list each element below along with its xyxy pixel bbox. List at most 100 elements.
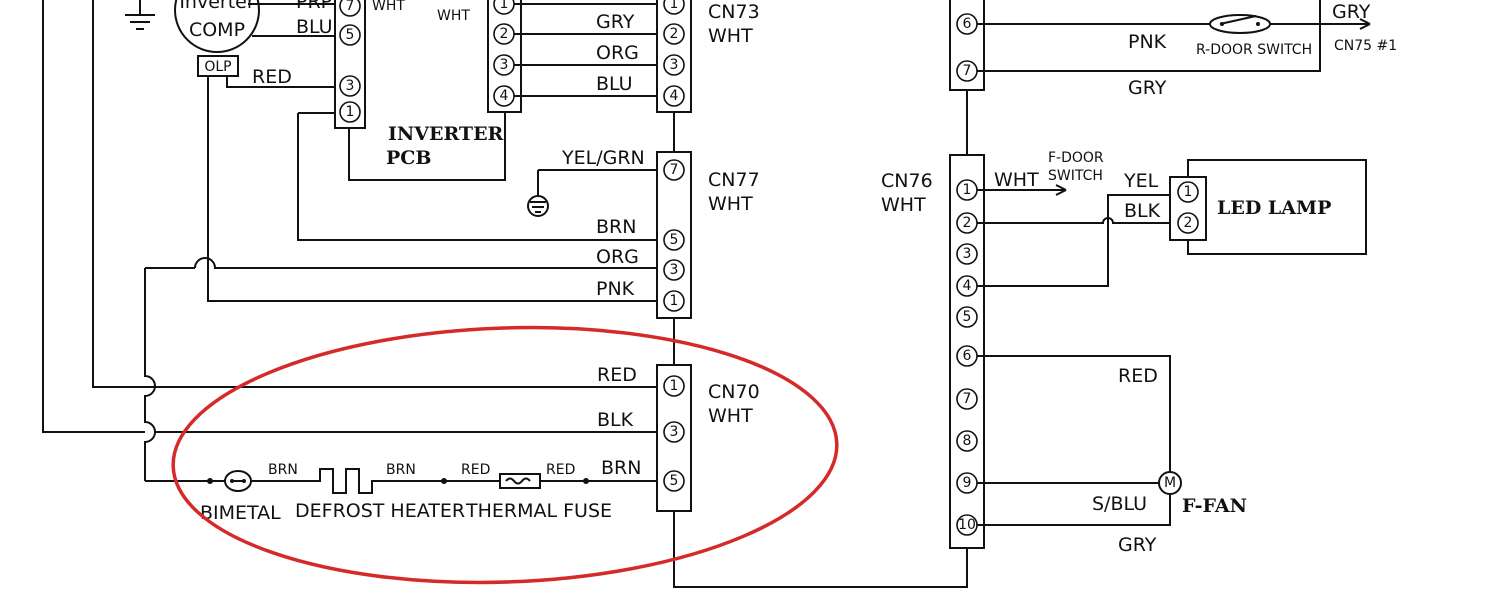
wire-label-blu: BLU: [296, 16, 333, 38]
cn70-connector: 1 3 5 CN70 WHT: [656, 364, 760, 512]
cn75-label: CN75 #1: [1334, 38, 1397, 54]
wire-label-red-cn70: RED: [597, 364, 637, 386]
thermal-fuse-label: THERMAL FUSE: [465, 500, 612, 522]
cn73-name: CN73: [708, 1, 760, 23]
r-door-switch-label: R-DOOR SWITCH: [1196, 42, 1312, 58]
inverter-pcb-label-line1: INVERTER: [388, 123, 504, 145]
svg-text:1: 1: [670, 293, 679, 309]
svg-text:4: 4: [963, 278, 972, 294]
wire-label-yel: YEL: [1123, 170, 1159, 192]
wire-label-red: RED: [252, 66, 292, 88]
wire-label-brn-bimetal: BRN: [268, 462, 298, 478]
svg-text:6: 6: [963, 16, 972, 32]
wire-label-org-cn77: ORG: [596, 246, 639, 268]
led-lamp: 1 2 LED LAMP: [1169, 159, 1367, 255]
wire-label-red-fan: RED: [1118, 365, 1158, 387]
cn76-connector: 1 2 3 4 5 6 7 8 9 10 CN76 WHT: [881, 154, 985, 549]
wire-label-brn-cn70: BRN: [601, 457, 641, 479]
svg-text:6: 6: [963, 348, 972, 364]
svg-text:1: 1: [670, 378, 679, 394]
svg-text:8: 8: [963, 433, 972, 449]
wire-label-pnk-right: PNK: [1128, 31, 1167, 53]
svg-text:4: 4: [670, 88, 679, 104]
svg-text:2: 2: [500, 26, 509, 42]
compressor-connector-color: WHT: [372, 0, 405, 14]
highlight-circle: [171, 325, 839, 585]
f-fan-label: F-FAN: [1182, 495, 1247, 517]
svg-text:5: 5: [346, 27, 355, 43]
olp-label: OLP: [204, 59, 231, 75]
wire-label-gry-top: GRY: [1332, 1, 1371, 23]
cn73-wires: GRY ORG BLU: [514, 3, 660, 97]
cn77-connector: 7 5 3 1 CN77 WHT: [656, 151, 760, 319]
wire-label-blk-led: BLK: [1124, 200, 1161, 222]
wire-label-gry-right: GRY: [1128, 77, 1167, 99]
wire-label-gry: GRY: [596, 11, 635, 33]
ground-symbol-top: [125, 0, 155, 30]
cn76-color: WHT: [881, 194, 926, 216]
wire-label-gry-fan: GRY: [1118, 534, 1157, 556]
wire-label-red-fuse-in: RED: [461, 462, 490, 478]
f-door-switch-line2: SWITCH: [1048, 168, 1103, 184]
wire-label-blu-cn73: BLU: [596, 73, 633, 95]
svg-text:3: 3: [346, 78, 355, 94]
cn70-wires: RED BLK BRN BRN RED RED BRN BIMETAL DEFR…: [200, 364, 657, 524]
svg-text:7: 7: [963, 63, 972, 79]
cn76-name: CN76: [881, 170, 933, 192]
compressor-connector: 7 5 3 1 WHT: [334, 0, 405, 129]
svg-text:5: 5: [670, 232, 679, 248]
svg-text:9: 9: [963, 475, 972, 491]
inverter-pcb-label-line2: PCB: [386, 147, 431, 169]
wire-label-brn-heater: BRN: [386, 462, 416, 478]
svg-text:4: 4: [500, 88, 509, 104]
svg-text:3: 3: [500, 57, 509, 73]
cn75-connector: 6 7: [949, 0, 985, 91]
svg-text:2: 2: [963, 215, 972, 231]
svg-text:2: 2: [1184, 215, 1193, 231]
svg-text:7: 7: [963, 391, 972, 407]
wire-label-org: ORG: [596, 42, 639, 64]
cn77-name: CN77: [708, 169, 760, 191]
cn77-wires: YEL/GRN BRN ORG PNK: [194, 147, 657, 300]
wire-label-wht: WHT: [994, 169, 1039, 191]
motor-symbol: M: [1164, 475, 1176, 491]
svg-text:1: 1: [1184, 184, 1193, 200]
left-bus-wires: [42, 0, 657, 482]
bottom-link-wire: [673, 511, 968, 588]
wire-label-yelgrn: YEL/GRN: [561, 147, 645, 169]
svg-text:1: 1: [500, 0, 509, 12]
inverter-compressor: Inverter COMP OLP: [174, 0, 260, 77]
wire-label-red-fuse-out: RED: [546, 462, 575, 478]
cn73-connector: 1 2 3 4 CN73 WHT: [656, 0, 760, 113]
svg-text:1: 1: [963, 182, 972, 198]
svg-text:2: 2: [670, 26, 679, 42]
svg-text:3: 3: [670, 57, 679, 73]
cn70-name: CN70: [708, 381, 760, 403]
bimetal-label: BIMETAL: [200, 502, 281, 524]
pcb-connector: 1 2 3 4 WHT: [437, 0, 522, 113]
wire-label-blk: BLK: [597, 409, 634, 431]
cn73-color: WHT: [708, 25, 753, 47]
f-door-switch-line1: F-DOOR: [1048, 150, 1104, 166]
cn75-wires: PNK R-DOOR SWITCH GRY CN75 #1 GRY: [977, 0, 1397, 99]
wire-label-prp: PRP: [296, 0, 332, 13]
svg-text:7: 7: [670, 162, 679, 178]
wire-label-sblu: S/BLU: [1092, 493, 1147, 515]
defrost-heater-label: DEFROST HEATER: [295, 500, 465, 522]
wire-label-brn: BRN: [596, 216, 636, 238]
pcb-connector-color: WHT: [437, 8, 470, 24]
svg-text:7: 7: [346, 0, 355, 14]
svg-text:10: 10: [958, 517, 976, 533]
compressor-label-bottom: COMP: [189, 19, 245, 41]
svg-text:5: 5: [963, 309, 972, 325]
svg-text:3: 3: [670, 262, 679, 278]
cn76-wires: WHT F-DOOR SWITCH YEL BLK M RED S/BLU GR…: [977, 150, 1247, 556]
compressor-label-top: Inverter: [179, 0, 255, 13]
cn77-color: WHT: [708, 193, 753, 215]
svg-text:1: 1: [670, 0, 679, 12]
svg-text:5: 5: [670, 473, 679, 489]
wire-label-pnk: PNK: [596, 278, 635, 300]
led-lamp-label: LED LAMP: [1217, 197, 1331, 219]
svg-text:3: 3: [963, 246, 972, 262]
